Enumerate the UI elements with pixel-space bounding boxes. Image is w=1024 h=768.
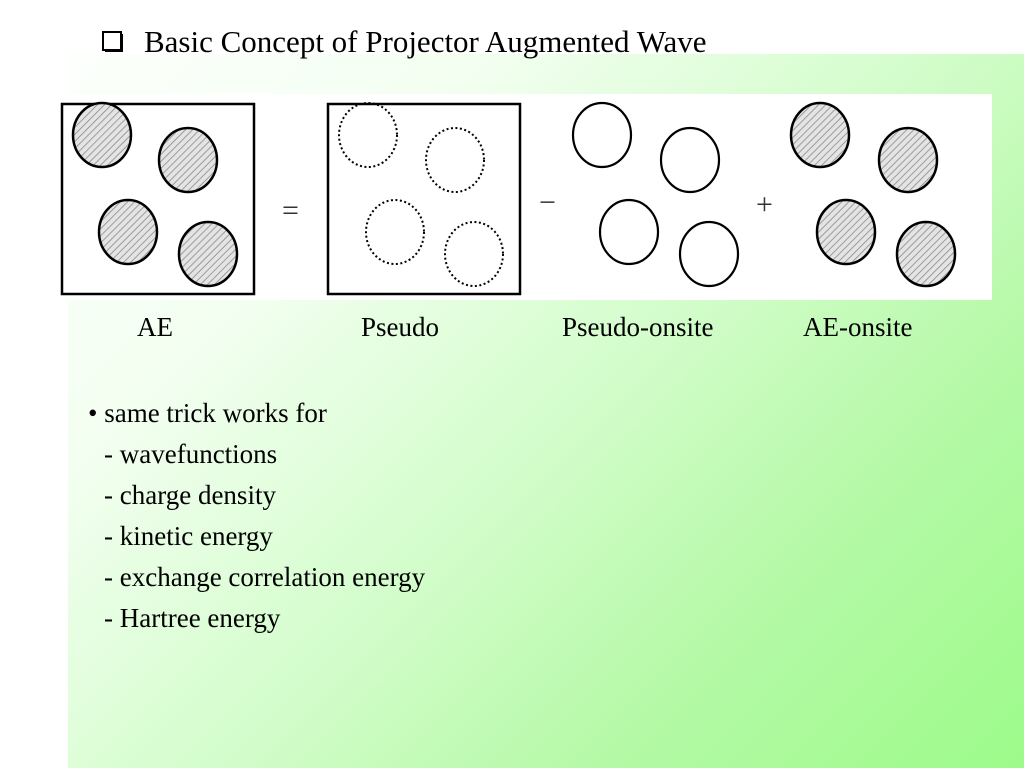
ae-panel (60, 101, 256, 296)
label-ae: AE (137, 312, 173, 342)
pseudo-onsite-sphere (571, 101, 633, 169)
pseudo-atom-sphere (338, 102, 398, 168)
pseudo-atom-sphere (425, 127, 485, 193)
equals-operator: = (282, 194, 299, 227)
bullet-item: - charge density (104, 480, 276, 510)
pseudo-panel (326, 102, 522, 296)
paw-diagram: = − + (58, 94, 992, 300)
ae-onsite-sphere (789, 101, 851, 169)
bullet-heading: • same trick works for (88, 398, 327, 428)
ae-onsite-sphere (895, 220, 957, 288)
pseudo-onsite-panel (571, 101, 740, 288)
ae-atom-sphere (97, 198, 159, 266)
bullet-list: • same trick works for - wavefunctions -… (88, 393, 425, 639)
ae-atom-sphere (177, 220, 239, 288)
bullet-item: - exchange correlation energy (104, 562, 426, 592)
pseudo-atom-sphere (444, 221, 504, 287)
slide-left-margin (0, 0, 68, 768)
slide-title: Basic Concept of Projector Augmented Wav… (144, 24, 707, 59)
pseudo-onsite-sphere (678, 220, 740, 288)
ae-onsite-sphere (815, 198, 877, 266)
title-row: Basic Concept of Projector Augmented Wav… (102, 20, 707, 64)
bullet-item: - wavefunctions (104, 439, 278, 469)
minus-operator: − (539, 186, 556, 219)
bullet-item: - Hartree energy (104, 603, 281, 633)
pseudo-onsite-sphere (598, 198, 660, 266)
ae-atom-sphere (157, 126, 219, 194)
pseudo-atom-sphere (365, 199, 425, 265)
label-pseudo-onsite: Pseudo-onsite (562, 312, 714, 342)
label-ae-onsite: AE-onsite (803, 312, 913, 342)
ae-onsite-sphere (877, 126, 939, 194)
label-pseudo: Pseudo (361, 312, 440, 342)
pseudo-onsite-sphere (659, 126, 721, 194)
checkbox-bullet-icon (102, 31, 123, 52)
plus-operator: + (756, 188, 773, 221)
ae-onsite-panel (789, 101, 957, 288)
ae-atom-sphere (71, 101, 133, 169)
bullet-item: - kinetic energy (104, 521, 273, 551)
